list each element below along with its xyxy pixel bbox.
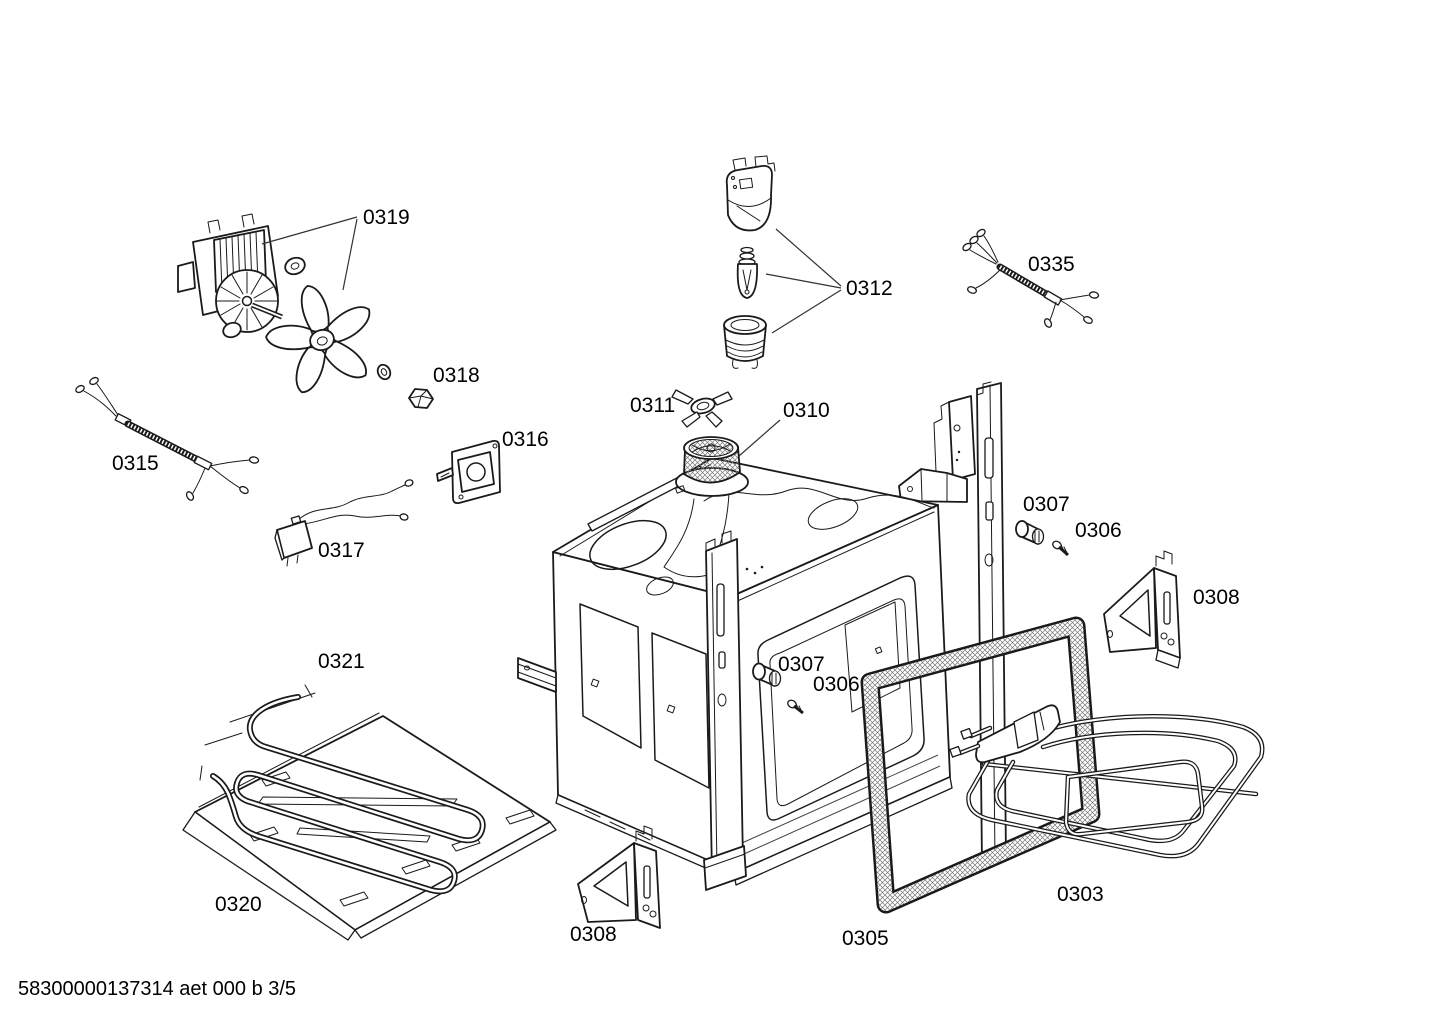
bushing-mid	[752, 662, 782, 687]
lamp-cover	[723, 315, 767, 369]
part-label-0335: 0335	[1028, 253, 1075, 276]
part-label-0321: 0321	[318, 650, 365, 673]
part-label-0315: 0315	[112, 452, 159, 475]
mounting-bracket-bottom	[577, 825, 661, 929]
leader-line-0319	[342, 218, 358, 291]
mounting-bracket-right	[1103, 550, 1181, 669]
lamp-clamp	[671, 389, 733, 428]
leader-lines	[261, 216, 842, 457]
part-label-0307-right: 0307	[1023, 493, 1070, 516]
screw-right	[1052, 540, 1069, 557]
part-label-0306-mid: 0306	[813, 673, 860, 696]
part-label-0319: 0319	[363, 206, 410, 229]
lamp-bulb	[736, 246, 758, 299]
part-label-0308-bottom: 0308	[570, 923, 617, 946]
leader-line-0319	[261, 216, 358, 245]
part-label-0310: 0310	[783, 399, 830, 422]
part-label-0311: 0311	[630, 394, 675, 417]
wiring-harness-left	[75, 376, 260, 501]
grill-heating-element	[949, 704, 1265, 859]
fan-motor	[177, 213, 306, 339]
part-label-0320: 0320	[215, 893, 262, 916]
document-code: 58300000137314 aet 000 b 3/5	[18, 978, 297, 1000]
leader-line-0312	[765, 273, 842, 289]
oven-cavity	[517, 457, 953, 891]
nut-washer	[376, 363, 434, 409]
leader-line-0310	[738, 419, 781, 457]
callout-layer: 0319 0318 0316 0315 0317 0312 0311 0310 0335 0307…	[112, 206, 1240, 950]
leader-line-0312	[775, 228, 842, 287]
part-label-0308-right: 0308	[1193, 586, 1240, 609]
lamp-socket	[725, 155, 776, 232]
part-label-0317: 0317	[318, 539, 365, 562]
thermal-switch	[274, 479, 414, 567]
leader-line-0312	[771, 289, 842, 334]
screw-mid	[787, 699, 804, 715]
part-label-0305: 0305	[842, 927, 889, 950]
lower-heating-element	[199, 684, 486, 895]
door-gasket	[860, 616, 1101, 914]
fan-impeller	[265, 285, 371, 394]
part-label-0312: 0312	[846, 277, 893, 300]
part-label-0316: 0316	[502, 428, 549, 451]
lamp-housing	[675, 436, 749, 497]
thermostat	[436, 439, 501, 505]
part-label-0318: 0318	[433, 364, 480, 387]
wiring-harness-right	[962, 228, 1100, 328]
bushing-right	[1015, 520, 1045, 545]
part-label-0307-mid: 0307	[778, 653, 825, 676]
part-label-0303: 0303	[1057, 883, 1104, 906]
part-label-0306-right: 0306	[1075, 519, 1122, 542]
